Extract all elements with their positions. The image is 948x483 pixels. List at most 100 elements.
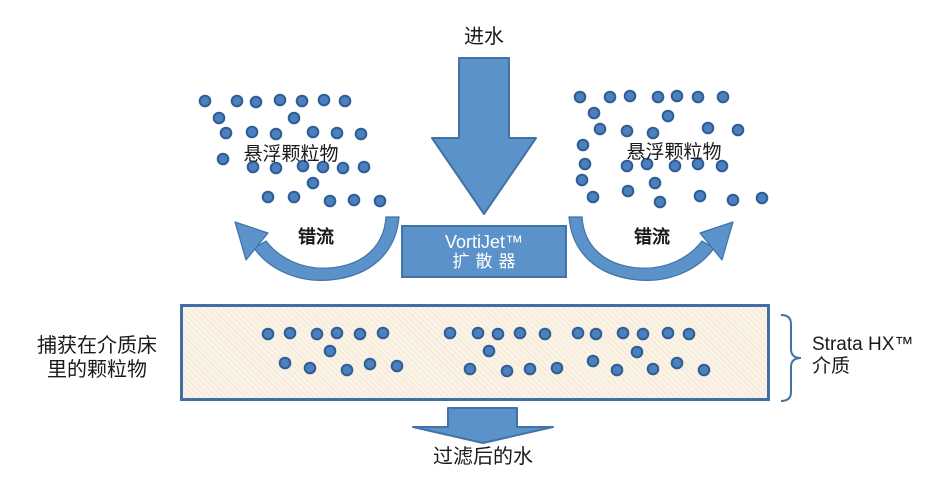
particle-dot [357, 160, 371, 174]
particle-dot [273, 93, 287, 107]
particle-dot [630, 345, 644, 359]
suspended-particles-right [573, 89, 769, 209]
particle-dot [296, 159, 310, 173]
captured-particles [261, 326, 711, 378]
particle-dot [245, 125, 259, 139]
particle-dot [646, 126, 660, 140]
particle-dot [668, 159, 682, 173]
particle-dot [571, 326, 585, 340]
particle-dot [212, 111, 226, 125]
suspended-left-label: 悬浮颗粒物 [243, 144, 339, 165]
crossflow-left-arrowhead [234, 221, 269, 261]
particle-dot [390, 359, 404, 373]
particle-dot [523, 362, 537, 376]
particle-dot [482, 344, 496, 358]
particle-dot [330, 326, 344, 340]
particle-dot [219, 126, 233, 140]
particle-dot [648, 176, 662, 190]
particle-dot [586, 190, 600, 204]
particle-dot [586, 354, 600, 368]
particle-dot [603, 90, 617, 104]
captured-particles-label: 捕获在介质床里的颗粒物 [14, 334, 180, 382]
particle-dot [636, 327, 650, 341]
particle-dot [500, 364, 514, 378]
particle-dot [330, 126, 344, 140]
particle-dot [755, 191, 769, 205]
particle-dot [323, 344, 337, 358]
crossflow-right-arrowhead [699, 221, 734, 261]
particle-dot [651, 90, 665, 104]
outlet-label: 过滤后的水 [433, 446, 533, 468]
particle-dot [623, 89, 637, 103]
particle-dot [682, 327, 696, 341]
particle-dot [376, 326, 390, 340]
particle-dot [646, 362, 660, 376]
particle-dot [347, 193, 361, 207]
particle-dot [198, 94, 212, 108]
particle-dot [716, 90, 730, 104]
particle-dot [616, 326, 630, 340]
particle-dot [691, 157, 705, 171]
particle-dot [336, 161, 350, 175]
particle-dot [576, 138, 590, 152]
crossflow-left-label: 错流 [298, 227, 334, 247]
particle-dot [471, 326, 485, 340]
particle-dot [317, 93, 331, 107]
particle-dot [661, 109, 675, 123]
particle-dot [230, 94, 244, 108]
particle-dot [306, 176, 320, 190]
particle-dot [726, 193, 740, 207]
particle-dot [323, 194, 337, 208]
vortijet-diffuser-box: VortiJet™ 扩散器 [401, 225, 567, 278]
particle-dot [587, 106, 601, 120]
particle-dot [691, 90, 705, 104]
particle-dot [550, 361, 564, 375]
particle-dot [287, 111, 301, 125]
particle-dot [640, 157, 654, 171]
particle-dot [693, 189, 707, 203]
suspended-particles-left [198, 93, 387, 208]
particle-dot [620, 124, 634, 138]
particle-dot [578, 157, 592, 171]
strata-media-label: Strata HX™ 介质 [812, 334, 942, 378]
vortijet-name: VortiJet™ [444, 232, 524, 252]
particle-dot [538, 327, 552, 341]
particle-dot [593, 122, 607, 136]
particle-dot [269, 127, 283, 141]
captured-caption-line: 捕获在介质床 [37, 335, 157, 357]
particle-dot [463, 362, 477, 376]
particle-dot [491, 327, 505, 341]
particle-dot [731, 123, 745, 137]
particle-dot [316, 160, 330, 174]
particle-dot [701, 121, 715, 135]
particle-dot [354, 127, 368, 141]
particle-dot [653, 195, 667, 209]
crossflow-right-label: 错流 [634, 227, 670, 247]
particle-dot [353, 327, 367, 341]
particle-dot [338, 94, 352, 108]
outlet-down-arrow [412, 407, 554, 444]
particle-dot [513, 326, 527, 340]
suspended-right-label: 悬浮颗粒物 [626, 142, 722, 163]
media-word: 介质 [812, 356, 851, 377]
diffuser-label: 扩散器 [452, 252, 522, 271]
particle-dot [363, 357, 377, 371]
particle-dot [310, 327, 324, 341]
captured-caption-line: 里的颗粒物 [47, 359, 147, 381]
particle-dot [216, 152, 230, 166]
particle-dot [697, 363, 711, 377]
particle-dot [575, 173, 589, 187]
particle-dot [373, 194, 387, 208]
particle-dot [610, 363, 624, 377]
particle-dot [620, 159, 634, 173]
strata-name: Strata HX™ [812, 334, 914, 355]
particle-dot [715, 159, 729, 173]
particle-dot [573, 90, 587, 104]
particle-dot [283, 326, 297, 340]
particle-dot [261, 327, 275, 341]
particle-dot [589, 327, 603, 341]
particle-dot [303, 361, 317, 375]
particle-dot [670, 89, 684, 103]
